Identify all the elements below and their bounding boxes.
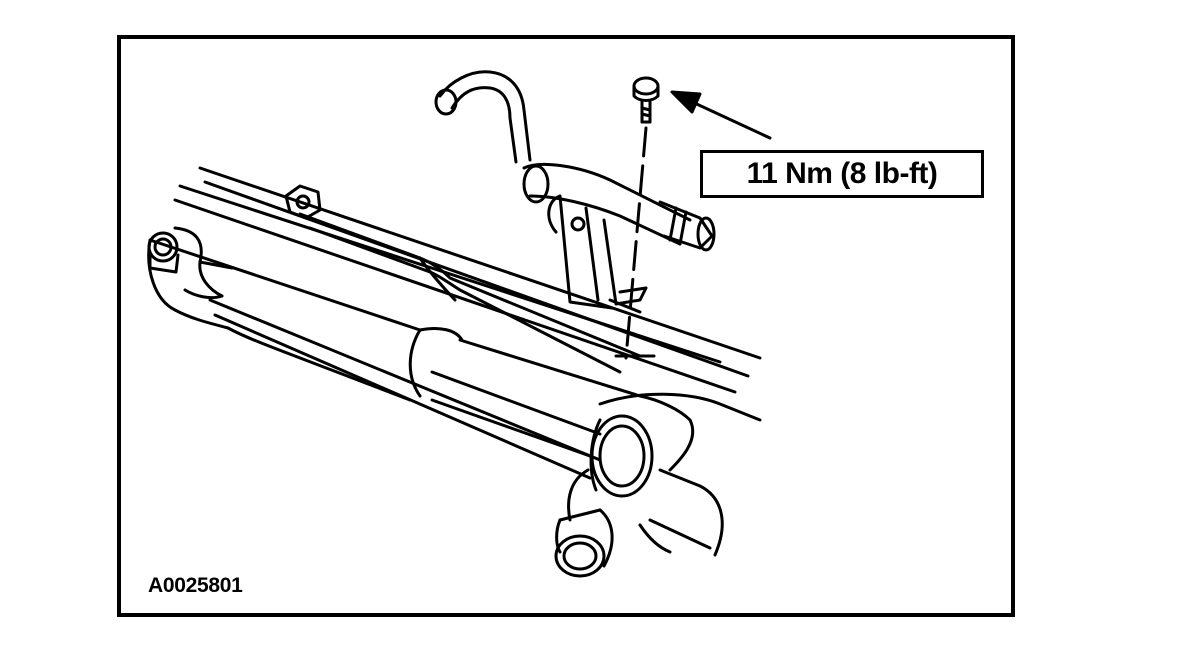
left-mounting-nut xyxy=(147,231,180,274)
figure-frame xyxy=(117,35,1015,617)
lower-fitting xyxy=(554,508,614,578)
leader-arrow xyxy=(670,90,772,140)
fluid-line xyxy=(434,70,716,314)
upper-nut xyxy=(284,184,322,220)
torque-callout: 11 Nm (8 lb-ft) xyxy=(700,150,984,198)
rack-housing xyxy=(147,166,762,557)
alignment-dashed-line xyxy=(624,126,648,360)
bolt xyxy=(632,76,660,124)
figure-id-label: A0025801 xyxy=(148,574,243,597)
pinion-port xyxy=(567,414,654,522)
